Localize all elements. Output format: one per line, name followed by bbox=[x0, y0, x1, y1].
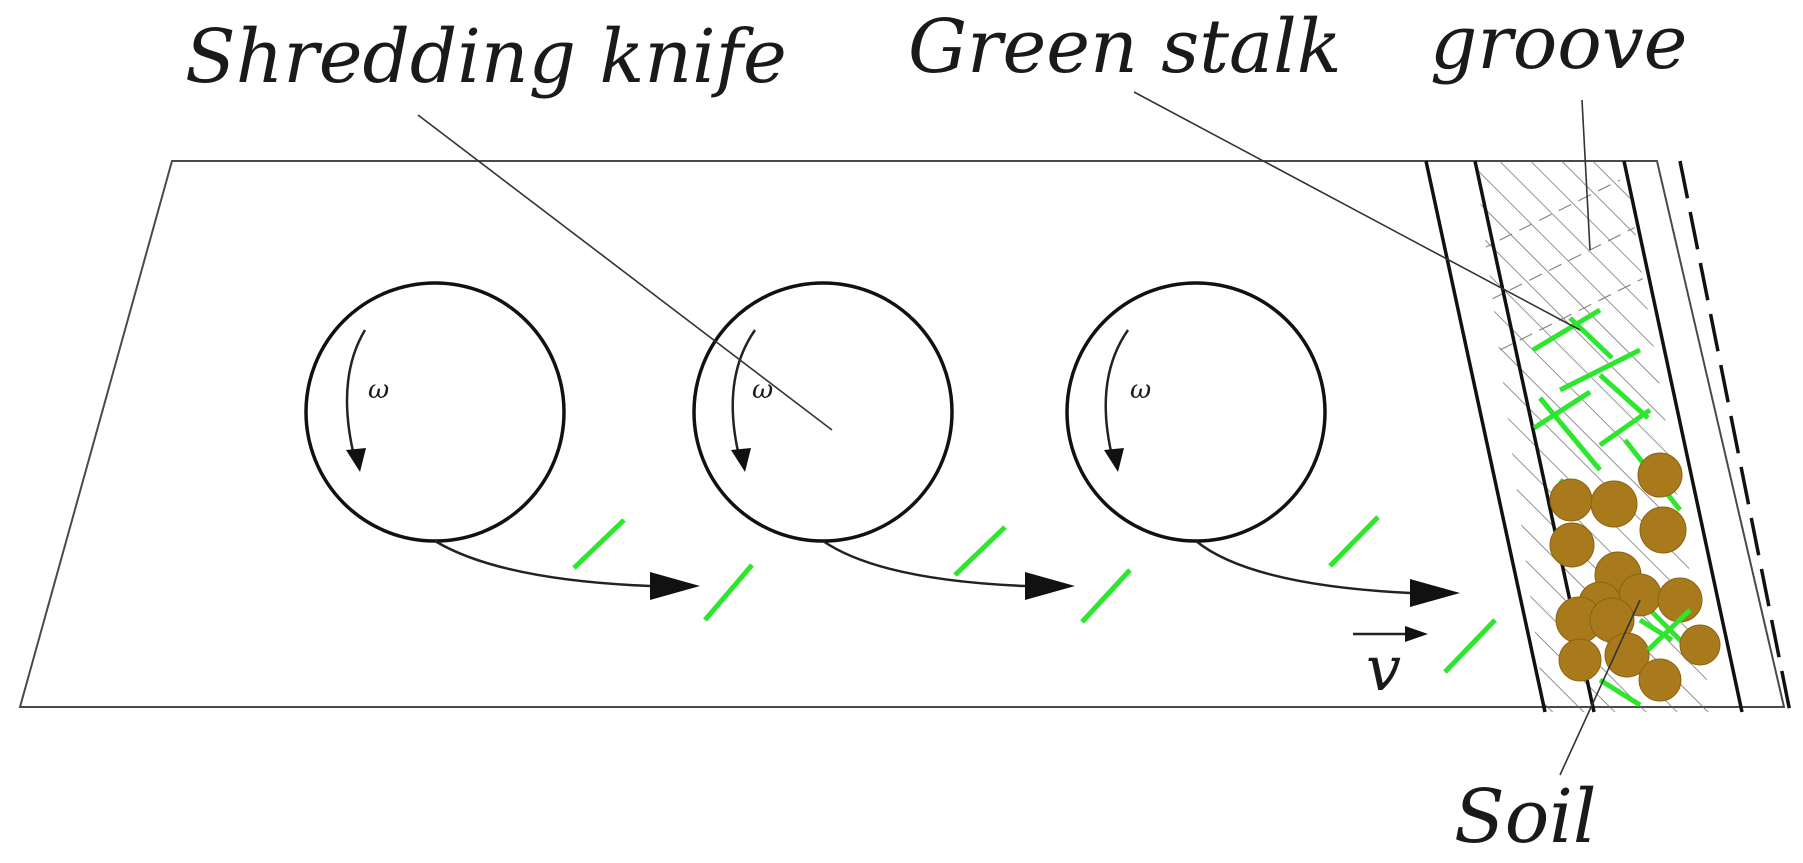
flying-stalks bbox=[572, 515, 1497, 674]
soil-particles bbox=[1549, 452, 1721, 702]
groove-leader bbox=[1581, 99, 1591, 251]
throw-trajectories bbox=[434, 539, 1460, 607]
groove-wall-left bbox=[1424, 160, 1547, 713]
knife-disc-3: ω bbox=[1065, 281, 1327, 543]
knife-disc-1: ω bbox=[304, 281, 566, 543]
groove-wall-inner-right bbox=[1622, 160, 1744, 713]
groove-label: groove bbox=[1430, 0, 1687, 86]
green-stalk-label: Green stalk bbox=[908, 4, 1342, 90]
omega-symbol: ω bbox=[752, 375, 773, 405]
knife-leader bbox=[417, 114, 833, 431]
omega-symbol: ω bbox=[1130, 375, 1151, 405]
soil-leader bbox=[1559, 599, 1641, 776]
leader-lines bbox=[417, 91, 1641, 776]
velocity-vector: v bbox=[1353, 626, 1428, 705]
knife-disc-2: ω bbox=[692, 281, 954, 543]
velocity-label: v bbox=[1366, 632, 1401, 705]
shredding-knife-label: Shredding knife bbox=[185, 14, 787, 100]
groove-wall-dashed bbox=[1678, 160, 1792, 713]
soil-label: Soil bbox=[1454, 774, 1597, 860]
machine-outline bbox=[18, 160, 1786, 708]
stalk-leader bbox=[1133, 91, 1581, 331]
omega-symbol: ω bbox=[368, 375, 389, 405]
soil-overlay-stalks bbox=[1638, 608, 1692, 652]
